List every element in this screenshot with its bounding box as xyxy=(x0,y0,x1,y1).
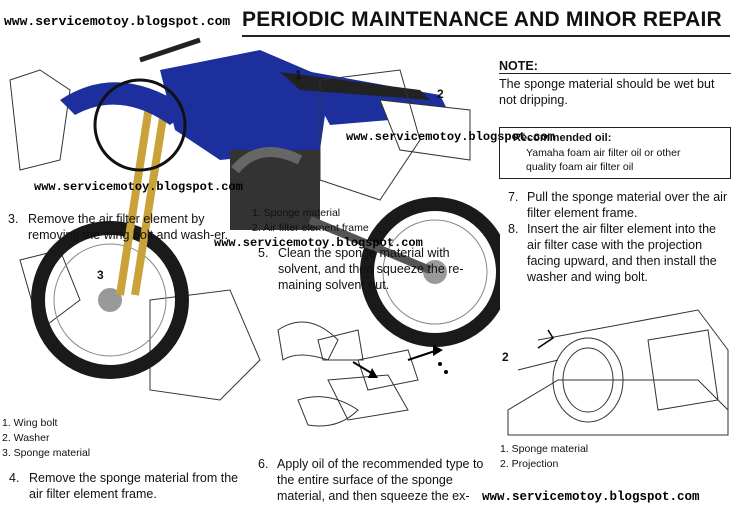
step-8-text: Insert the air filter element into the a… xyxy=(527,222,717,284)
step-7-text: Pull the sponge material over the air fi… xyxy=(527,190,728,220)
recommended-oil-box: Recommended oil: Yamaha foam air filter … xyxy=(499,127,731,179)
legend-item: 2. Washer xyxy=(2,432,50,444)
title-rule xyxy=(242,35,730,37)
recommended-oil-line2: quality foam air filter oil xyxy=(526,161,634,173)
legend-right: 1. Sponge material 2. Projection xyxy=(500,442,588,472)
right-callout-2: 2 xyxy=(502,350,509,364)
legend-item: 1. Wing bolt xyxy=(2,417,58,429)
step-4-text: Remove the sponge material from the air … xyxy=(29,471,239,501)
callout-2: 2 xyxy=(437,87,444,101)
step-3-text: Remove the air filter element by removin… xyxy=(28,212,229,242)
step-5-text: Clean the sponge material with solvent, … xyxy=(278,246,464,292)
step-4-number: 4. xyxy=(9,471,20,485)
callout-3: 3 xyxy=(97,268,104,282)
motorcycle-illustration xyxy=(9,37,500,401)
legend-item: 3. Sponge material xyxy=(2,447,91,459)
step-6-number: 6. xyxy=(258,457,269,471)
step-5-number: 5. xyxy=(258,246,269,260)
overlay-watermark-1: www.servicemotoy.blogspot.com xyxy=(346,130,555,144)
step-8-number: 8. xyxy=(508,222,519,236)
note-text: The sponge material should be wet but no… xyxy=(499,77,715,107)
legend-item: 1. Sponge material xyxy=(500,443,589,455)
legend-item: 2. Projection xyxy=(500,458,559,470)
watermark-bottom: www.servicemotoy.blogspot.com xyxy=(482,490,700,504)
step-3-number: 3. xyxy=(8,212,19,226)
legend-item: 1. Sponge material xyxy=(252,207,341,219)
note-rule xyxy=(499,73,731,74)
overlay-watermark-3: www.servicemotoy.blogspot.com xyxy=(214,236,423,250)
airbox-install-illustration xyxy=(507,309,729,436)
page-title: PERIODIC MAINTENANCE AND MINOR REPAIR xyxy=(242,8,722,31)
legend-middle: 1. Sponge material 2. Air filter element… xyxy=(252,206,369,236)
recommended-oil-line1: Yamaha foam air filter oil or other xyxy=(526,147,681,159)
legend-left: 1. Wing bolt 2. Washer 3. Sponge materia… xyxy=(2,416,90,461)
step-7-number: 7. xyxy=(508,190,519,204)
recommended-oil-heading: Recommended oil: xyxy=(513,132,612,144)
step-6-text: Apply oil of the recommended type to the… xyxy=(277,457,484,503)
note-heading: NOTE: xyxy=(499,59,538,73)
watermark-top: www.servicemotoy.blogspot.com xyxy=(4,14,231,29)
callout-1: 1 xyxy=(295,68,302,82)
front-wheel xyxy=(31,221,189,379)
overlay-watermark-2: www.servicemotoy.blogspot.com xyxy=(34,180,243,194)
legend-item: 2. Air filter element frame xyxy=(252,222,369,234)
squeeze-illustration xyxy=(277,321,448,427)
